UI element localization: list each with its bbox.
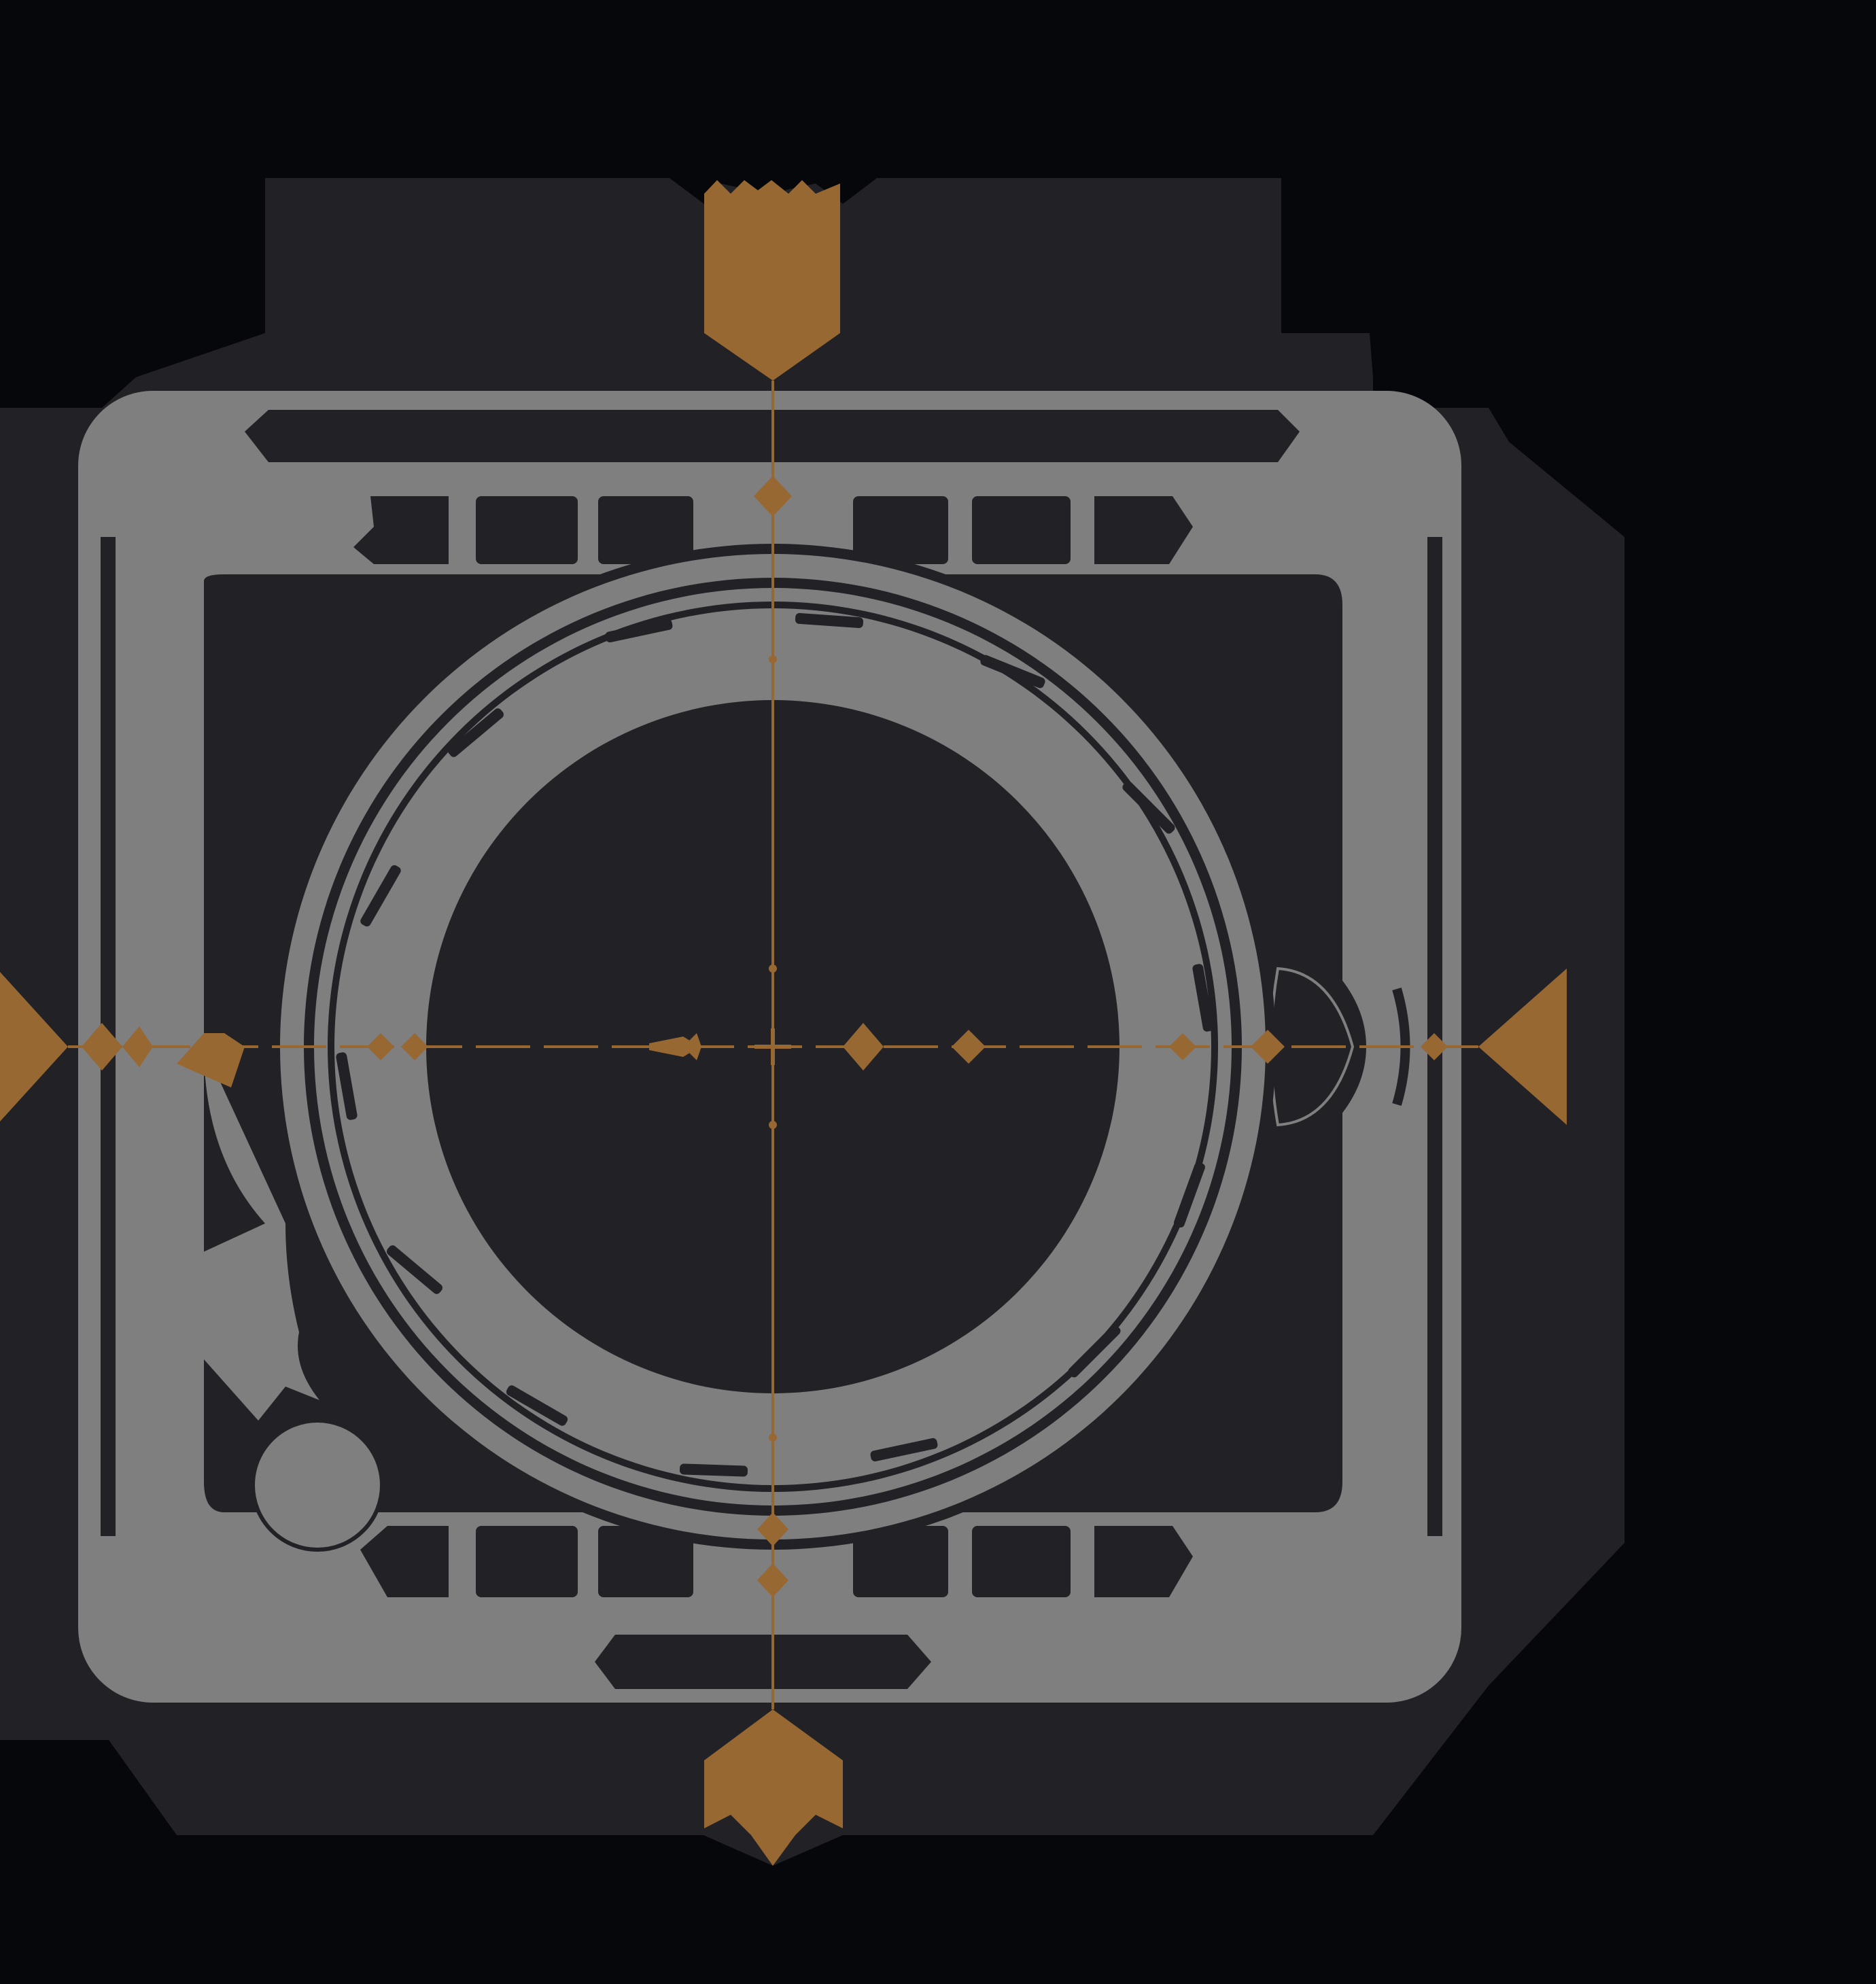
left-grip — [173, 1047, 384, 1552]
alignment-markers — [0, 180, 1567, 1866]
screw-icon — [251, 1419, 384, 1552]
top-arrow-icon — [704, 180, 840, 381]
left-arrow-icon — [0, 972, 68, 1121]
bottom-segment-row — [360, 1526, 1193, 1597]
bottom-arrow-icon — [704, 1709, 843, 1866]
ring-marks — [336, 612, 1214, 1477]
bottom-label-band — [595, 1635, 931, 1689]
right-arrow-icon — [1478, 969, 1567, 1125]
top-segment-row — [353, 496, 1193, 564]
